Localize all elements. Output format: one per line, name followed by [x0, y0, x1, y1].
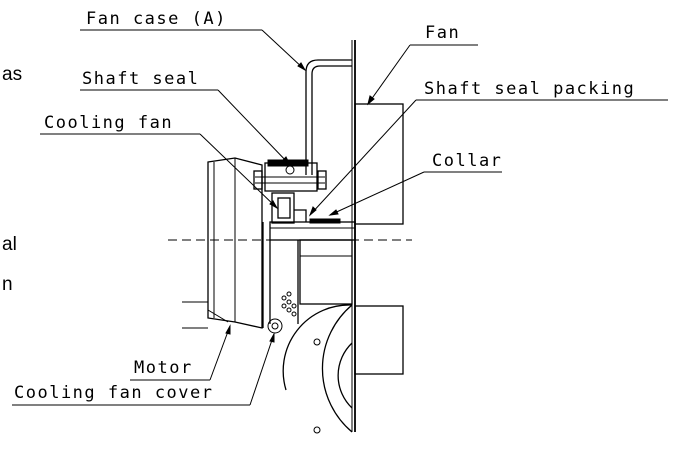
cropped-text-1: as	[2, 64, 22, 85]
cooling-fan-label: Cooling fan	[44, 113, 173, 133]
collar-label: Collar	[432, 151, 502, 171]
fan-case-a-bracket	[305, 59, 352, 175]
motor	[182, 157, 263, 329]
fan-case-label: Fan case (A)	[86, 9, 227, 29]
cooling-fan	[261, 190, 307, 224]
cropped-text-3: n	[2, 274, 13, 295]
fan-label: Fan	[425, 23, 460, 43]
label-fan: Fan	[367, 23, 478, 106]
fan-arc	[282, 304, 353, 434]
shaft	[269, 218, 356, 241]
label-cooling-fan: Cooling fan	[40, 113, 279, 210]
shaft-seal-label: Shaft seal	[82, 69, 199, 89]
fan-lower-block	[354, 305, 404, 375]
label-motor: Motor	[130, 324, 231, 381]
cooling-fan-cover-label: Cooling fan cover	[14, 383, 214, 403]
label-shaft-seal-packing: Shaft seal packing	[308, 79, 668, 217]
motor-label: Motor	[134, 358, 193, 378]
label-fan-case: Fan case (A)	[80, 9, 307, 72]
fan-hub	[299, 239, 353, 305]
label-shaft-seal: Shaft seal	[80, 69, 291, 166]
fan-upper-block	[354, 103, 404, 225]
cooling-fan-cover	[262, 222, 299, 334]
cropped-text-2: al	[2, 234, 17, 255]
label-collar: Collar	[328, 151, 502, 216]
label-cooling-fan-cover: Cooling fan cover	[12, 332, 275, 406]
shaft-seal-packing-label: Shaft seal packing	[424, 79, 635, 99]
